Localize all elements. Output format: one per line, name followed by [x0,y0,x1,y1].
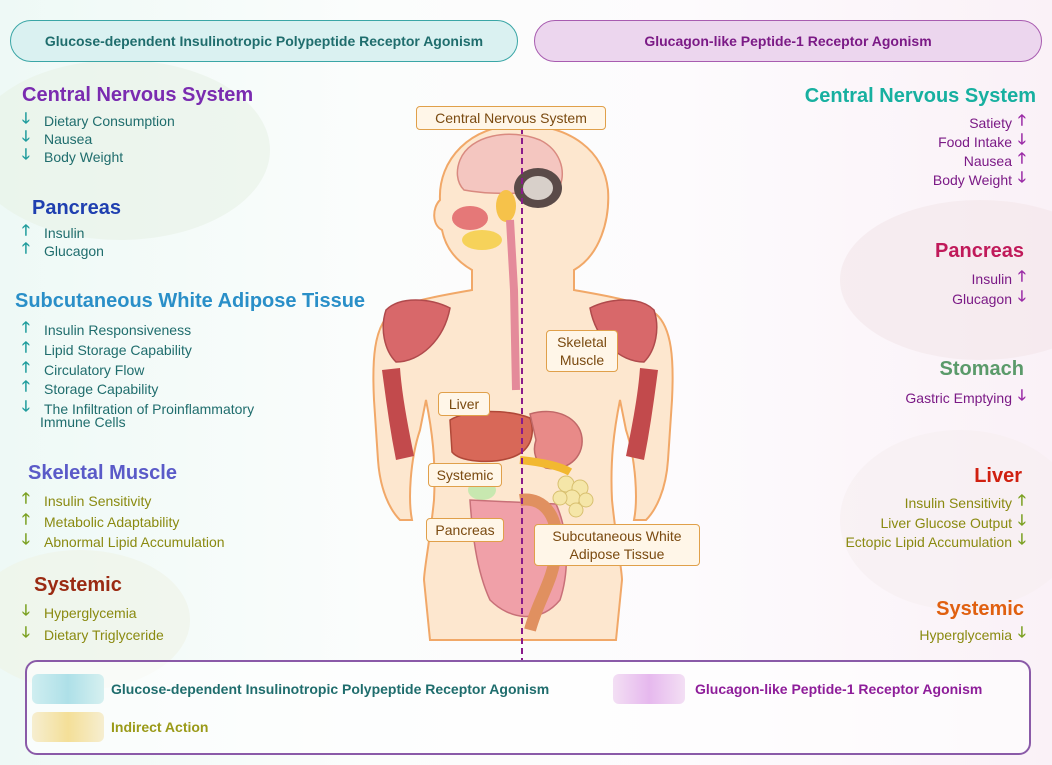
up-arrow-icon: 🡑 [22,222,30,239]
left-pancreas-title: Pancreas [32,197,121,219]
legend-swatch-glp1 [613,674,685,704]
right-arm-muscle [626,368,658,460]
left-swat-item: 🡑Storage Capability [22,376,158,401]
left-swat-item: 🡑Lipid Storage Capability [22,337,192,362]
right-systemic-item: Hyperglycemia🡓 [919,622,1032,647]
right-liver-title: Liver [974,465,1022,487]
left-swat-item: 🡑Circulatory Flow [22,357,144,382]
down-arrow-icon: 🡓 [1018,288,1026,305]
left-systemic-title: Systemic [34,574,122,596]
up-arrow-icon: 🡑 [1018,268,1026,285]
left-swat-item-cont: Immune Cells [40,414,126,430]
right-cns-item: Satiety🡑 [969,110,1032,135]
down-arrow-icon: 🡓 [22,128,30,145]
left-pancreas-item: 🡑Insulin [22,220,84,245]
left-systemic-item: 🡓Dietary Triglyceride [22,622,164,647]
down-arrow-icon: 🡓 [1018,387,1026,404]
up-arrow-icon: 🡑 [22,240,30,257]
down-arrow-icon: 🡓 [22,398,30,415]
up-arrow-icon: 🡑 [22,378,30,395]
right-cns-item: Food Intake🡓 [938,129,1032,154]
left-muscle-item: 🡑Metabolic Adaptability [22,509,179,534]
mouth-shape [452,206,488,230]
left-systemic-item: 🡓Hyperglycemia [22,600,137,625]
legend-text-gip: Glucose-dependent Insulinotropic Polypep… [111,681,550,697]
gland-shape [462,230,502,250]
right-pancreas-item: Glucagon🡓 [952,286,1032,311]
right-stomach-title: Stomach [939,358,1024,380]
left-cns-item: 🡓Dietary Consumption [22,108,175,133]
left-cns-title: Central Nervous System [22,84,254,106]
down-arrow-icon: 🡓 [1018,624,1026,641]
left-arm-muscle [382,368,414,460]
right-liver-item: Ectopic Lipid Accumulation🡓 [845,529,1032,554]
right-stomach-item: Gastric Emptying🡓 [905,385,1032,410]
left-pancreas-item: 🡑Glucagon [22,238,104,263]
left-muscle-item: 🡓Abnormal Lipid Accumulation [22,529,225,554]
right-cns-title: Central Nervous System [804,85,1036,107]
down-arrow-icon: 🡓 [22,531,30,548]
left-muscle-item: 🡑Insulin Sensitivity [22,488,151,513]
up-arrow-icon: 🡑 [22,359,30,376]
right-cns-item: Nausea🡑 [964,148,1032,173]
body-label-liver: Liver [438,392,490,416]
esophagus-shape [506,219,520,391]
adipose-cluster [552,475,594,518]
left-shoulder-muscle [382,299,451,363]
stomach-shape [529,410,583,470]
down-arrow-icon: 🡓 [22,624,30,641]
pancreas-shape [519,456,573,476]
up-arrow-icon: 🡑 [22,319,30,336]
up-arrow-icon: 🡑 [1018,112,1026,129]
human-body-illustration [372,123,674,660]
body-label-systemic: Systemic [428,463,502,487]
gland-shape [496,190,516,222]
gip-header: Glucose-dependent Insulinotropic Polypep… [10,20,518,62]
left-cns-item: 🡓Body Weight [22,144,123,169]
up-arrow-icon: 🡑 [1018,492,1026,509]
up-arrow-icon: 🡑 [22,490,30,507]
right-systemic-title: Systemic [936,598,1024,620]
left-swat-item: 🡑Insulin Responsiveness [22,317,191,342]
right-pancreas-item: Insulin🡑 [972,266,1032,291]
down-arrow-icon: 🡓 [22,110,30,127]
up-arrow-icon: 🡑 [1018,150,1026,167]
left-cns-item: 🡓Nausea [22,126,92,151]
down-arrow-icon: 🡓 [22,146,30,163]
legend-swatch-gip [32,674,104,704]
down-arrow-icon: 🡓 [1018,512,1026,529]
body-label-pancreas: Pancreas [426,518,504,542]
right-pancreas-title: Pancreas [935,240,1024,262]
down-arrow-icon: 🡓 [22,602,30,619]
right-cns-item: Body Weight🡓 [933,167,1032,192]
right-liver-item: Liver Glucose Output🡓 [880,510,1032,535]
liver-shape [449,410,533,463]
down-arrow-icon: 🡓 [1018,169,1026,186]
down-arrow-icon: 🡓 [1018,131,1026,148]
cerebellum-detail [523,176,553,200]
left-swat-item: 🡓The Infiltration of Proinflammatory [22,396,254,421]
left-swat-title: Subcutaneous White Adipose Tissue [15,290,366,312]
right-liver-item: Insulin Sensitivity🡑 [905,490,1032,515]
body-label-cns: Central Nervous System [416,106,606,130]
legend-text-indirect: Indirect Action [111,719,209,735]
down-arrow-icon: 🡓 [1018,531,1026,548]
left-muscle-title: Skeletal Muscle [28,462,177,484]
legend-text-glp1: Glucagon-like Peptide-1 Receptor Agonism [695,681,983,697]
legend: Glucose-dependent Insulinotropic Polypep… [25,660,1031,755]
up-arrow-icon: 🡑 [22,511,30,528]
up-arrow-icon: 🡑 [22,339,30,356]
glp1-header: Glucagon-like Peptide-1 Receptor Agonism [534,20,1042,62]
legend-swatch-indirect [32,712,104,742]
